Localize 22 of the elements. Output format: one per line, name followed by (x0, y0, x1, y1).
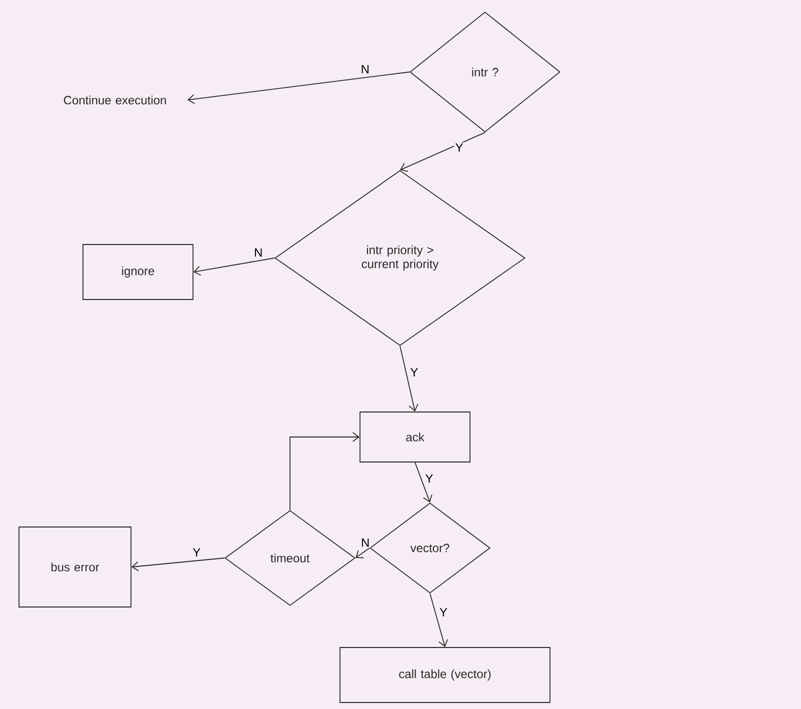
edge-label: Y (425, 474, 433, 483)
edge-label: Y (455, 143, 463, 152)
process-box: call table (vector) (340, 647, 550, 703)
edge-label: N (362, 538, 369, 547)
arrow (193, 258, 275, 276)
edge-label: Y (192, 548, 200, 556)
arrow (355, 548, 370, 558)
arrow (290, 432, 360, 510)
flow-text: Continue execution (64, 96, 166, 104)
arrow (131, 558, 225, 572)
process-box: ack (360, 412, 470, 462)
edge-label: N (362, 65, 368, 74)
edge-label: Y (410, 368, 418, 376)
process-box: ignore (82, 244, 194, 300)
arrow (430, 593, 448, 648)
arrow (400, 132, 486, 172)
process-box: bus error (18, 526, 132, 608)
arrow (187, 72, 410, 104)
arrow (400, 346, 418, 412)
edge-label: Y (440, 608, 448, 616)
arrow (414, 462, 432, 503)
edge-label: N (255, 248, 262, 257)
